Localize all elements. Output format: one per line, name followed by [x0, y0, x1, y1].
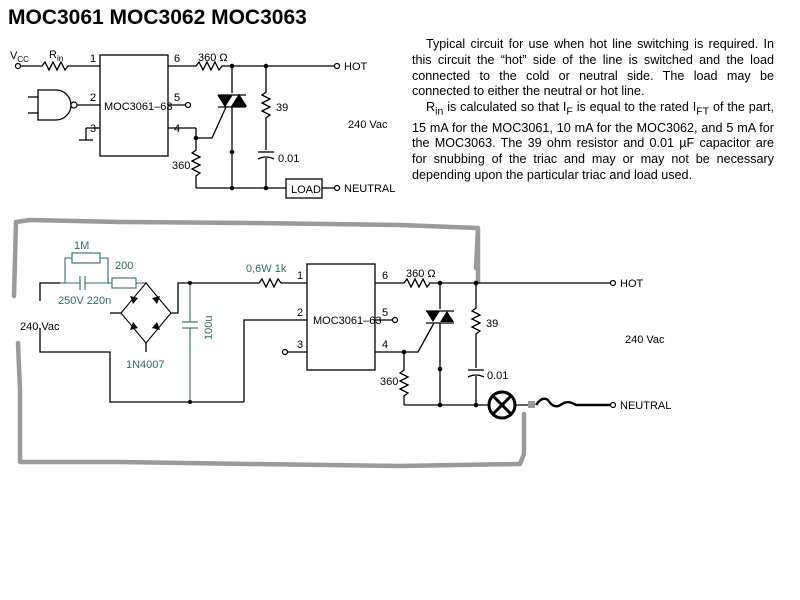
- rin-subscript: in: [435, 105, 444, 118]
- top-rin-label: Rin: [49, 49, 63, 63]
- bottom-r-ser-label: 200: [115, 260, 133, 272]
- top-pin-5: 5: [174, 92, 180, 104]
- top-r-gate-label: 360: [172, 160, 190, 172]
- top-ic-label: MOC3061–63: [104, 101, 173, 113]
- bottom-pin-4: 4: [382, 339, 388, 351]
- bottom-cap-ac-label: 250V 220n: [58, 295, 111, 307]
- ift-subscript: FT: [696, 105, 710, 118]
- bottom-c-snub-label: 0.01: [487, 370, 508, 382]
- bottom-r-snub: [470, 283, 482, 368]
- bottom-splice-marker: [528, 401, 535, 408]
- bottom-r-par-label: 1M: [74, 240, 89, 252]
- description-text-b: is equal to the rated I: [572, 100, 697, 115]
- top-pin-6: 6: [174, 53, 180, 65]
- top-circuit: VCC Rin 1 2 3 MOC3061–63 6 5 4 360 Ω HOT: [10, 49, 395, 199]
- description-paragraph-1: Typical circuit for use when hot line sw…: [412, 37, 774, 99]
- top-r-snub-label: 39: [276, 102, 288, 114]
- bottom-ic-body: [306, 263, 376, 371]
- top-vcc-label: VCC: [10, 50, 29, 64]
- bottom-hot-label: HOT: [620, 278, 644, 290]
- description-text: Typical circuit for use when hot line sw…: [412, 37, 774, 184]
- top-pin-4: 4: [174, 123, 180, 135]
- bottom-r-ser: [111, 277, 137, 289]
- bottom-lamp: [487, 390, 517, 420]
- bottom-r-series-label: 360 Ω: [406, 268, 436, 280]
- if-subscript: F: [566, 105, 573, 118]
- top-load-label: LOAD: [291, 184, 321, 196]
- top-r-series-label: 360 Ω: [198, 52, 228, 64]
- bottom-neutral-label: NEUTRAL: [620, 400, 671, 412]
- hand-drawn-neutral-wire: [15, 340, 527, 469]
- top-r-gate: [190, 128, 202, 188]
- top-neutral-label: NEUTRAL: [344, 183, 395, 195]
- hand-drawn-hot-wire: [11, 217, 481, 299]
- bottom-voltage-right-label: 240 Vac: [625, 334, 665, 346]
- top-nand-gate: [37, 89, 72, 121]
- bottom-cap-filter-label: 100u: [203, 316, 215, 340]
- bottom-voltage-left-label: 240 Vac: [20, 321, 60, 333]
- top-hot-terminal: [333, 62, 341, 70]
- description-text-a: is calculated so that I: [443, 100, 567, 115]
- bottom-neutral-wire: [535, 397, 610, 408]
- top-voltage-label: 240 Vac: [348, 119, 388, 131]
- bottom-r-par: [71, 252, 101, 264]
- bottom-pin-1: 1: [297, 270, 303, 282]
- rin-symbol: R: [426, 100, 436, 115]
- bottom-r-in: [190, 277, 307, 289]
- bottom-pin-2: 2: [297, 307, 303, 319]
- page-title: MOC3061 MOC3062 MOC3063: [8, 6, 307, 29]
- top-neutral-terminal: [333, 184, 341, 192]
- top-hot-label: HOT: [344, 61, 368, 73]
- top-pin-2: 2: [90, 92, 96, 104]
- bottom-hot-terminal: [609, 279, 617, 287]
- description-paragraph-2: Rin is calculated so that IF is equal to…: [412, 100, 774, 184]
- bottom-pin-6: 6: [382, 270, 388, 282]
- top-r-snub: [260, 66, 272, 150]
- bottom-circuit: 240 Vac 1M 250V 220n 200 1N4007: [11, 217, 671, 469]
- top-triac-gate: [196, 106, 227, 139]
- top-vcc-terminal: [14, 62, 22, 70]
- bottom-ic-label: MOC3061–63: [313, 315, 382, 327]
- bottom-neutral-terminal: [609, 401, 617, 409]
- bottom-r-series: [375, 277, 610, 289]
- bottom-r-snub-label: 39: [486, 318, 498, 330]
- bottom-r-gate-label: 360: [380, 376, 398, 388]
- bottom-r-gate: [398, 352, 410, 405]
- top-r-series: [168, 60, 334, 72]
- bottom-r-in-label: 0,6W 1k: [246, 263, 287, 275]
- description-text-c: of the part, 15 mA for the MOC3061, 10 m…: [412, 100, 774, 182]
- bottom-pin-3: 3: [297, 339, 303, 351]
- top-ic-body: [99, 54, 169, 157]
- top-pin-1: 1: [90, 53, 96, 65]
- top-pin-3: 3: [90, 123, 96, 135]
- top-rin-resistor: [21, 60, 100, 72]
- bottom-pin-5: 5: [382, 307, 388, 319]
- bottom-bridge-rectifier: [110, 282, 190, 352]
- bottom-bridge-label: 1N4007: [126, 359, 165, 371]
- top-nand-bubble: [70, 101, 78, 109]
- top-c-snub-label: 0.01: [278, 153, 299, 165]
